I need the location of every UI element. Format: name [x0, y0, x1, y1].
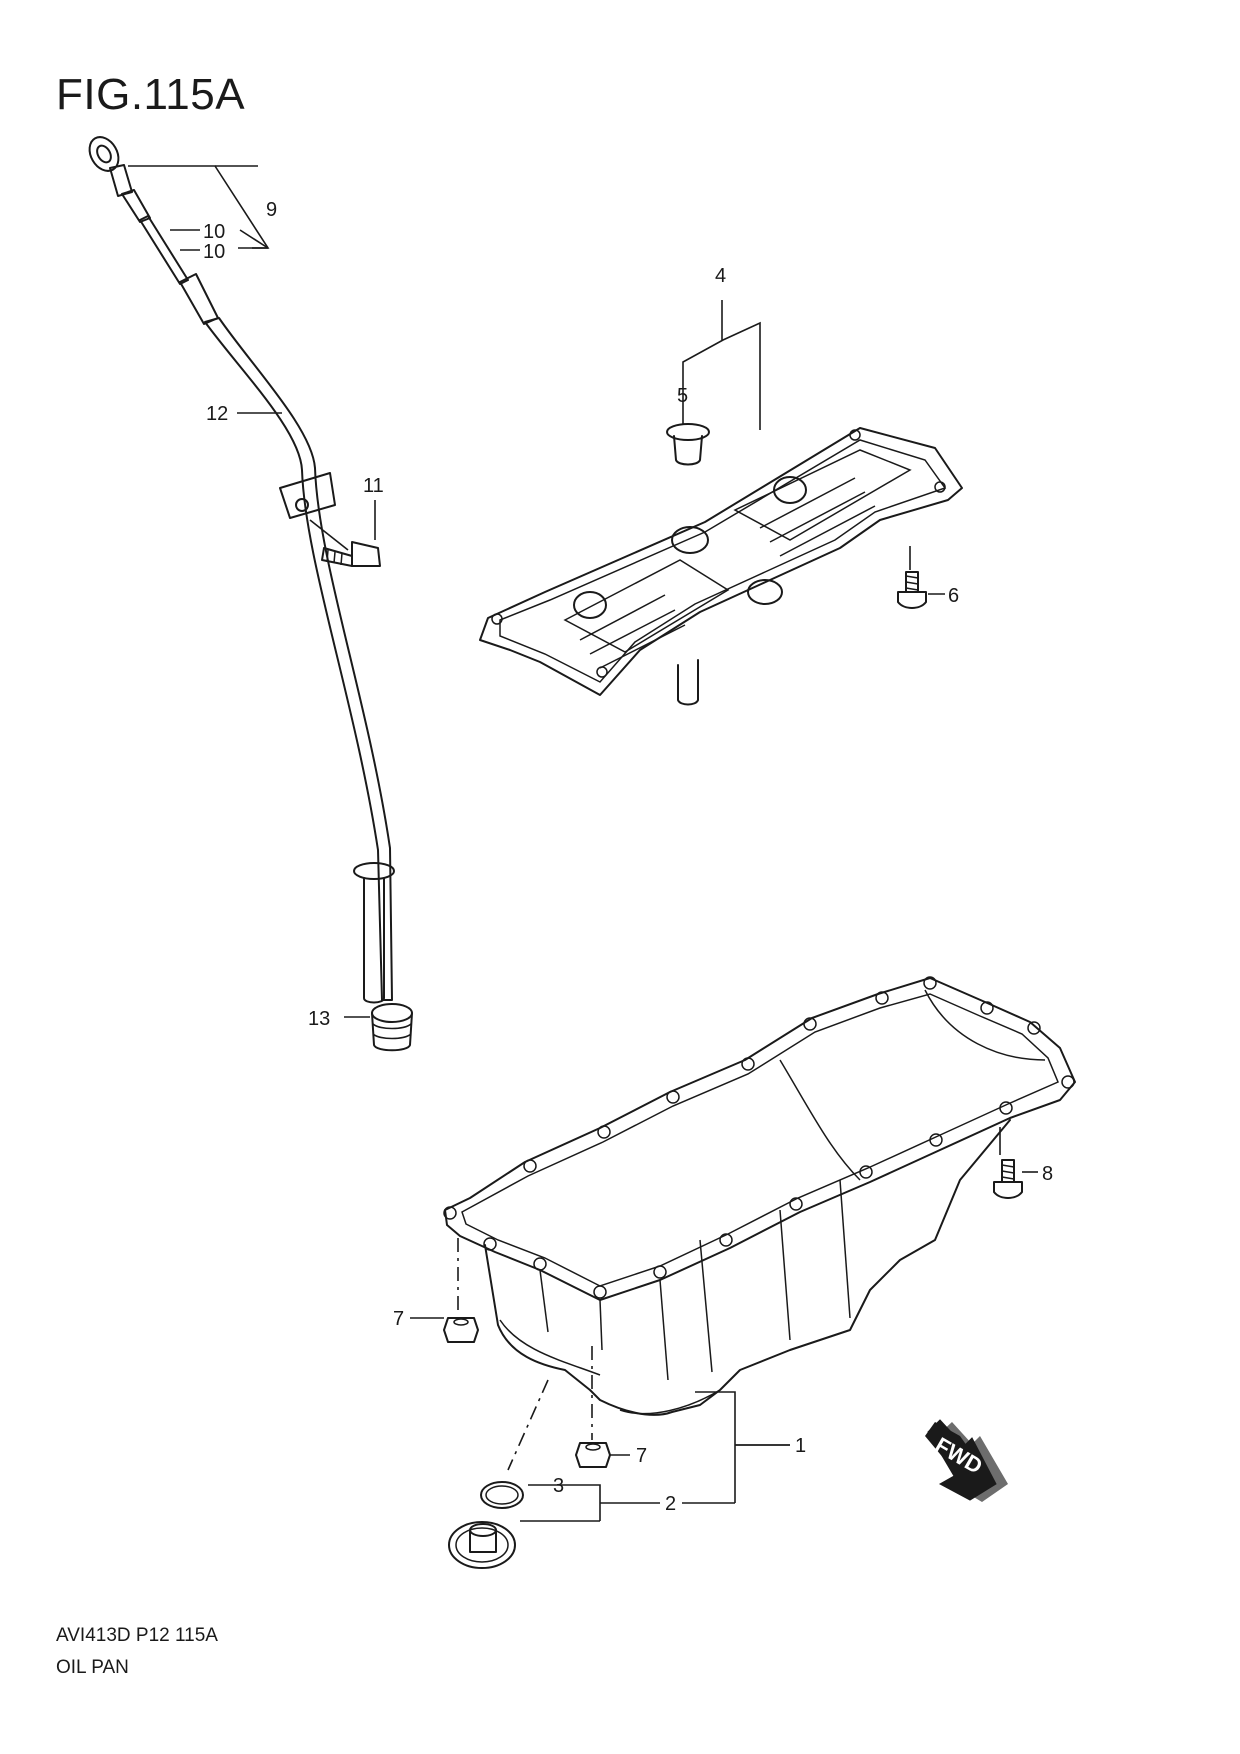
callout-9: 9 — [266, 199, 277, 221]
callout-13: 13 — [308, 1008, 330, 1030]
callout-7-left: 7 — [393, 1308, 404, 1330]
pan-flange-holes — [443, 976, 1075, 1299]
callout-11: 11 — [363, 475, 384, 497]
leader-lines — [128, 165, 1038, 1522]
callout-8: 8 — [1042, 1163, 1053, 1185]
callout-1: 1 — [795, 1435, 806, 1457]
figure-name: OIL PAN — [56, 1657, 129, 1678]
callout-4: 4 — [715, 265, 726, 287]
callout-10-lower: 10 — [203, 241, 225, 263]
drain-plug-2 — [448, 1521, 516, 1569]
callout-labels: 1 2 3 4 5 6 7 7 8 9 10 10 11 12 13 — [203, 199, 1053, 1515]
cap-5 — [666, 423, 710, 466]
nut-7-left — [443, 1317, 479, 1343]
callout-5: 5 — [677, 385, 688, 407]
callout-12: 12 — [206, 403, 228, 425]
callout-2: 2 — [665, 1493, 676, 1515]
bolt-6 — [897, 571, 927, 609]
bolt-8 — [993, 1159, 1023, 1199]
nut-7-bottom — [575, 1442, 611, 1468]
oil-pan — [443, 976, 1076, 1416]
grommet-13 — [371, 1003, 413, 1052]
gasket-3 — [480, 1481, 524, 1509]
figure-title: FIG.115A — [56, 70, 246, 119]
callout-6: 6 — [948, 585, 959, 607]
callout-7-bottom: 7 — [636, 1445, 647, 1467]
baffle-plate — [479, 427, 963, 706]
forward-direction-arrow: FWD — [925, 1419, 1008, 1502]
dipstick-guide-assembly — [88, 136, 395, 1004]
bolt-11 — [321, 541, 381, 567]
figure-code: AVI413D P12 115A — [56, 1625, 218, 1646]
callout-10-upper: 10 — [203, 221, 225, 243]
callout-3: 3 — [553, 1475, 564, 1497]
